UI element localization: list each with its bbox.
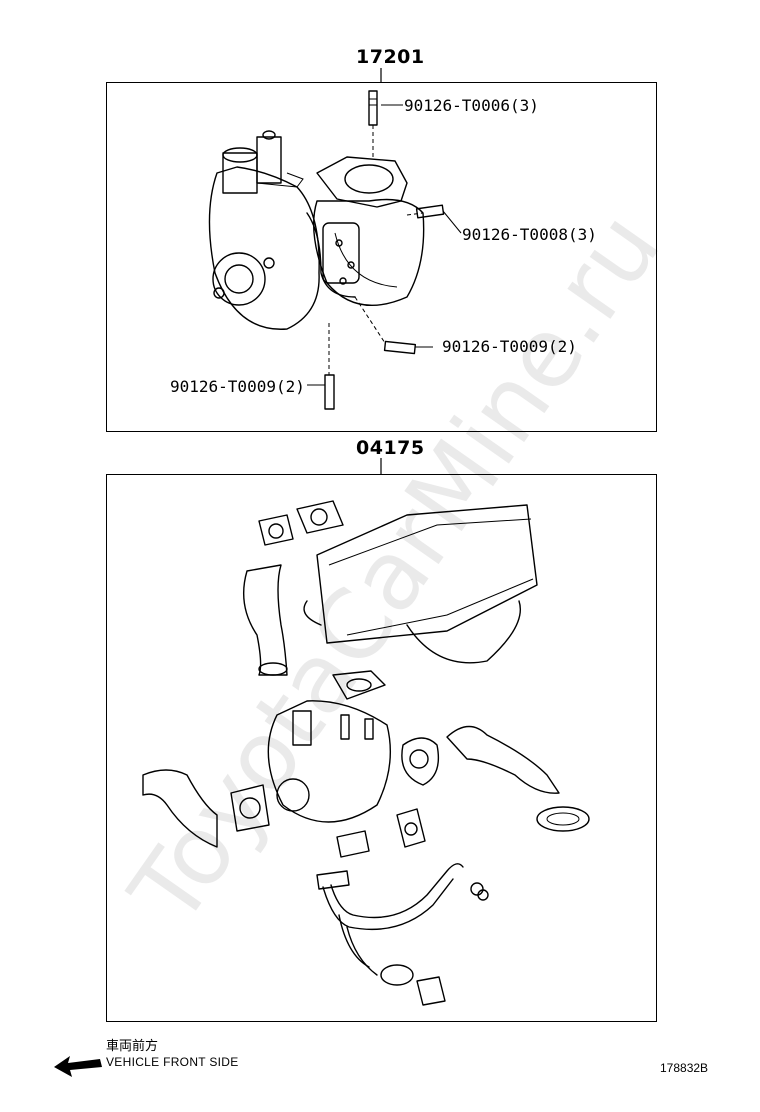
turbocharger-drawing (208, 90, 462, 410)
vehicle-front-label-jp: 車両前方 (106, 1039, 159, 1054)
part-number-bottom: 04175 (356, 437, 425, 459)
gasket-ring (401, 737, 440, 786)
callout-stud-mid: 90126-T0009(2) (442, 337, 577, 356)
arrow-left-icon (54, 1056, 102, 1077)
stud-top (368, 90, 403, 159)
gasket-kit-panel (106, 474, 657, 1022)
figure-code: 178832B (660, 1061, 709, 1075)
stud-right (406, 204, 462, 234)
stud-bottom (307, 323, 335, 410)
gasket-kit-drawing (142, 500, 590, 1006)
part-number-top: 17201 (356, 46, 425, 68)
intercooler (303, 504, 538, 664)
callout-stud-right: 90126-T0008(3) (462, 225, 597, 244)
turbocharger-assembly-panel: 90126-T0006(3) 90126-T0008(3) 90126-T000… (106, 82, 657, 432)
vehicle-front-label-en: VEHICLE FRONT SIDE (106, 1055, 239, 1069)
stud-mid (354, 296, 433, 355)
callout-stud-bottom: 90126-T0009(2) (170, 377, 305, 396)
callout-stud-top: 90126-T0006(3) (404, 96, 539, 115)
